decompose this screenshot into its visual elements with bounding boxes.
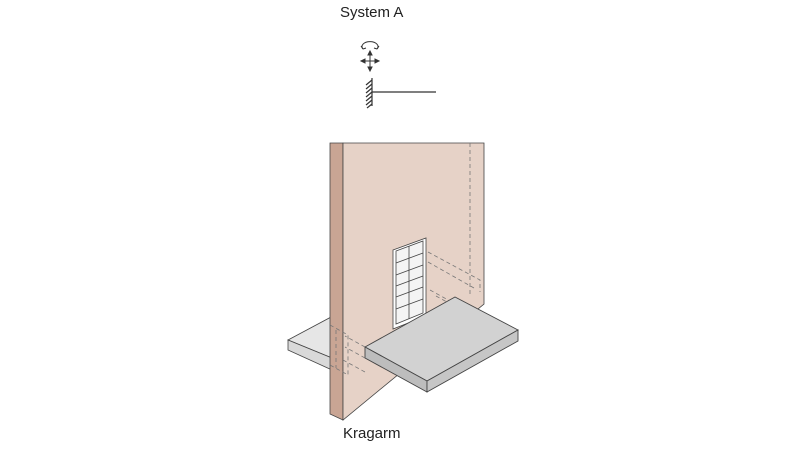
translation-arrows-icon (359, 49, 381, 73)
rotation-icon (360, 41, 380, 50)
window (392, 237, 427, 330)
cantilever-slab (364, 296, 519, 393)
diagram-caption: Kragarm (343, 425, 401, 442)
slab-anchor-hidden (344, 335, 366, 359)
fixed-support-icon (365, 78, 436, 109)
diagram-title: System A (340, 4, 404, 21)
